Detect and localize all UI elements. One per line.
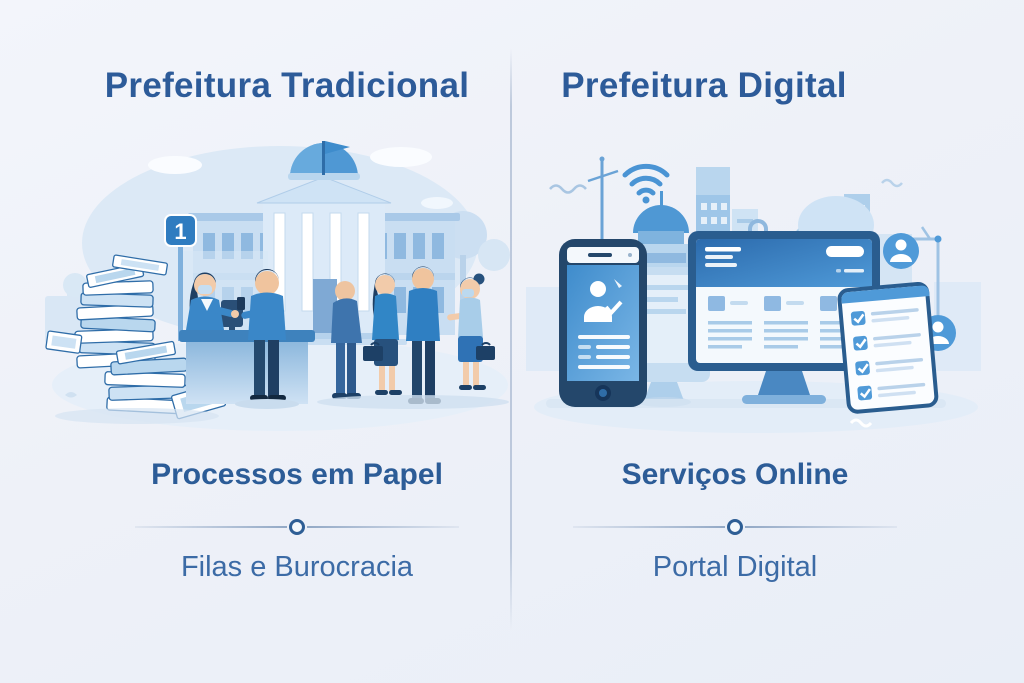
divider-dot	[727, 519, 743, 535]
checklist-icon	[850, 308, 926, 401]
clerk-figure	[186, 272, 239, 330]
flagpole	[322, 141, 325, 175]
user-check-icon	[584, 279, 623, 322]
divider-dot	[289, 519, 305, 535]
birds-icon	[549, 184, 587, 194]
divider-line	[307, 526, 459, 528]
panel-divider	[510, 48, 512, 630]
right-caption-divider	[573, 519, 897, 535]
digital-panel: Prefeitura Digital	[512, 0, 1024, 683]
ground-shadows	[55, 392, 509, 424]
wave-mark	[849, 418, 873, 428]
queue-person-woman	[363, 273, 402, 395]
left-panel-title: Prefeitura Tradicional	[104, 66, 470, 105]
traditional-illustration: 1	[45, 141, 510, 431]
tablet-icon	[837, 281, 939, 414]
queue-person-masked	[447, 273, 495, 390]
right-caption-secondary: Portal Digital	[652, 551, 818, 583]
smartphone-icon	[559, 239, 647, 407]
queue-person-suit	[406, 266, 441, 404]
left-caption-secondary: Filas e Burocracia	[180, 551, 414, 583]
left-caption-divider	[135, 519, 459, 535]
wifi-icon	[622, 163, 670, 204]
digital-illustration	[526, 156, 981, 433]
right-caption-primary: Serviços Online	[621, 458, 849, 491]
birds-icon	[881, 178, 903, 188]
user-circle-icon	[883, 233, 919, 269]
traditional-panel: Prefeitura Tradicional	[45, 66, 510, 583]
right-panel-title: Prefeitura Digital	[561, 66, 847, 105]
divider-line	[135, 526, 287, 528]
divider-line	[573, 526, 725, 528]
left-caption-primary: Processos em Papel	[151, 458, 443, 491]
queue-number-text: 1	[174, 219, 186, 244]
divider-line	[745, 526, 897, 528]
flag-icon	[325, 141, 350, 154]
